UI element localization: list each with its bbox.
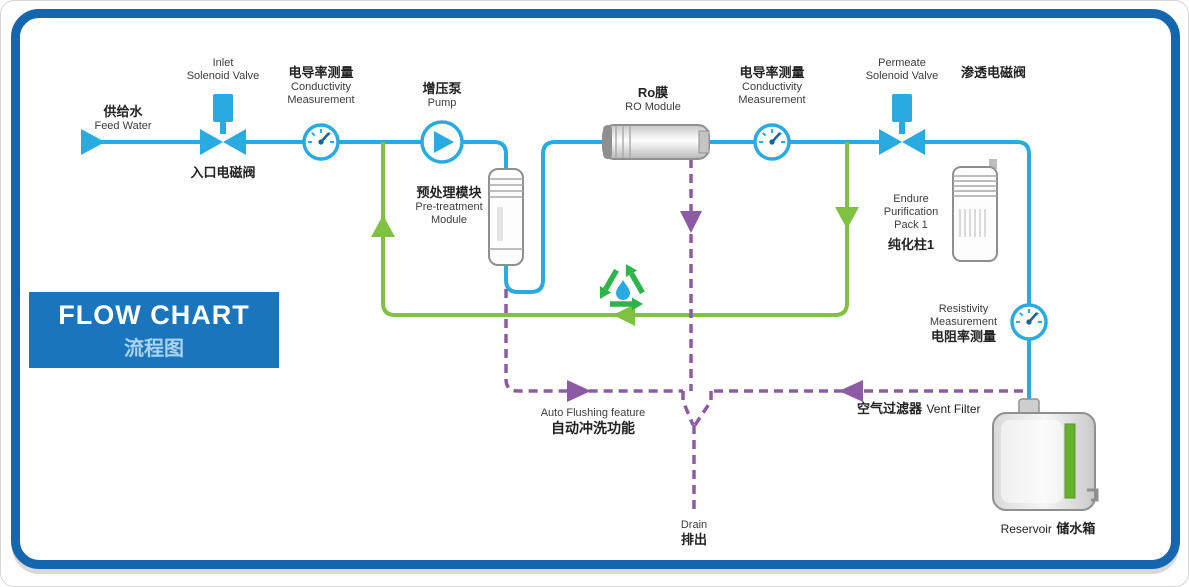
conductivity1-en2: Measurement	[287, 93, 355, 106]
drain-en: Drain	[680, 519, 708, 531]
tank-level-indicator	[1064, 423, 1076, 499]
feed-water-label: 供给水 Feed Water	[73, 104, 173, 133]
conductivity2-en2: Measurement	[738, 93, 806, 106]
flush-left-arrow-icon	[839, 380, 863, 402]
conductivity2-en1: Conductivity	[742, 80, 802, 93]
inlet-valve-label: Inlet Solenoid Valve	[163, 57, 283, 83]
resistivity-en2: Measurement	[929, 316, 998, 329]
flush-down-arrow-icon	[680, 211, 702, 233]
permeate-valve-label: Permeate Solenoid Valve	[847, 57, 957, 83]
pump-en: Pump	[427, 96, 457, 109]
recirculation-left-arrow-icon	[613, 304, 635, 326]
vent-filter-en: Vent Filter	[926, 402, 981, 416]
frame-border	[11, 9, 1180, 569]
permeate-valve-zh-label: 渗透电磁阀	[961, 65, 1051, 81]
tank-tap-icon	[1087, 488, 1099, 502]
pump-label: 增压泵 Pump	[392, 81, 492, 110]
vent-filter-zh: 空气过滤器	[857, 401, 923, 416]
drain-zh: 排出	[680, 532, 707, 548]
resistivity-zh: 电阻率测量	[930, 329, 996, 345]
auto-flush-label: Auto Flushing feature 自动冲洗功能	[513, 407, 673, 437]
flush-drain-lines	[504, 159, 1023, 509]
flush-right-arrow-icon	[567, 380, 591, 402]
inlet-valve-zh-label: 入口电磁阀	[163, 165, 283, 181]
recirculation-down-arrow-icon	[835, 207, 859, 229]
recirculation-loop	[371, 142, 859, 326]
ro-module-zh: Ro膜	[637, 85, 669, 100]
blue-feed-pipes	[97, 140, 1031, 403]
ro-module-icon	[602, 124, 710, 160]
pretreatment-en1: Pre-treatment	[415, 200, 483, 213]
title-zh: 流程图	[124, 337, 184, 360]
pump-to-pretreatment-pipe	[462, 140, 508, 177]
drain-y-right	[693, 391, 713, 426]
conductivity2-zh: 电导率测量	[739, 65, 805, 80]
conductivity1-label: 电导率测量 Conductivity Measurement	[261, 65, 381, 107]
water-drop-icon	[616, 280, 630, 300]
conductivity-gauge-1-icon	[302, 123, 340, 161]
inlet-valve-en2: Solenoid Valve	[186, 70, 260, 83]
ro-module-en: RO Module	[625, 100, 681, 113]
reservoir-en: Reservoir	[1000, 522, 1052, 536]
purification-pack-icon	[952, 159, 998, 262]
permeate-valve-zh: 渗透电磁阀	[961, 65, 1027, 80]
purification-pack-en2: Purification	[883, 206, 939, 219]
resistivity-en1: Resistivity	[938, 303, 989, 315]
vent-filter-label: 空气过滤器 Vent Filter	[857, 399, 1007, 418]
pretreatment-zh: 预处理模块	[416, 185, 482, 200]
permeate-valve-en2: Solenoid Valve	[865, 70, 939, 83]
pump-icon	[420, 120, 464, 164]
ro-module-label: Ro膜 RO Module	[593, 85, 713, 114]
recycle-icon	[594, 261, 648, 311]
title-en: FLOW CHART	[58, 299, 250, 330]
reservoir-label: Reservoir 储水箱	[978, 519, 1118, 538]
auto-flush-zh: 自动冲洗功能	[551, 420, 635, 437]
purification-pack-en1: Endure	[893, 193, 929, 205]
reservoir-zh: 储水箱	[1056, 521, 1096, 536]
auto-flush-en: Auto Flushing feature	[540, 407, 646, 419]
feed-water-en: Feed Water	[94, 119, 152, 132]
recirculation-up-arrow-icon	[371, 215, 395, 237]
conductivity1-en1: Conductivity	[291, 80, 351, 93]
pretreatment-to-ro-pipe	[504, 140, 605, 294]
drain-label: Drain 排出	[654, 519, 734, 548]
purification-pack-zh: 纯化柱1	[887, 236, 935, 252]
conductivity1-zh: 电导率测量	[288, 65, 354, 80]
pretreatment-module-icon	[488, 168, 524, 266]
permeate-valve-en1: Permeate	[878, 57, 926, 69]
permeate-solenoid-valve-icon	[879, 94, 925, 155]
resistivity-label: Resistivity Measurement 电阻率测量	[906, 303, 1021, 345]
inlet-valve-zh: 入口电磁阀	[190, 165, 256, 180]
purification-pack-en3: Pack 1	[894, 219, 928, 232]
feed-water-arrow-icon	[81, 129, 105, 155]
purification-pack-label: Endure Purification Pack 1 纯化柱1	[856, 193, 966, 252]
inlet-valve-en1: Inlet	[212, 57, 234, 69]
reservoir-icon	[992, 398, 1099, 511]
pretreatment-label: 预处理模块 Pre-treatment Module	[389, 185, 509, 227]
flush-pipe-left	[504, 289, 683, 393]
conductivity-gauge-2-icon	[753, 123, 791, 161]
flow-chart-title-box: FLOW CHART 流程图	[29, 292, 279, 368]
feed-water-zh: 供给水	[103, 104, 143, 119]
conductivity2-label: 电导率测量 Conductivity Measurement	[712, 65, 832, 107]
drain-y-left	[681, 391, 695, 426]
recirculation-pipe	[381, 142, 849, 317]
pretreatment-en2: Module	[430, 213, 468, 226]
inlet-solenoid-valve-icon	[200, 94, 246, 155]
valve-to-resistivity-pipe	[925, 140, 1031, 305]
pump-zh: 增压泵	[422, 81, 462, 96]
